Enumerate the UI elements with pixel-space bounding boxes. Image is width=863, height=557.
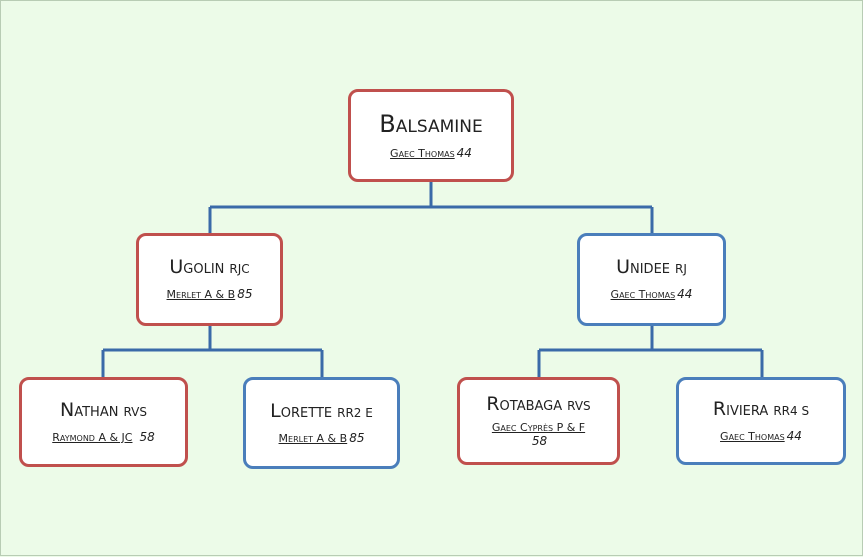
node-name: Nathan — [60, 398, 119, 421]
node-code: RR2 E — [337, 405, 373, 420]
node-owner: Raymond A & JC 58 — [52, 430, 155, 444]
node-name: Lorette — [270, 399, 333, 422]
node-owner: Gaec Cyprès P & F 58 — [492, 421, 585, 449]
node-breeder: Gaec Cyprès P & F — [491, 420, 586, 434]
node-name: Rotabaga — [486, 392, 563, 415]
node-name: Balsamine — [379, 109, 483, 138]
node-code: RJ — [675, 262, 687, 277]
node-dept: 85 — [349, 430, 365, 445]
node-dept: 44 — [456, 146, 472, 160]
node-breeder: Gaec Thomas — [610, 288, 676, 302]
node-dept: 58 — [139, 429, 155, 444]
node-title: Rotabaga RVS — [486, 392, 591, 415]
node-title: Riviera RR4 S — [712, 397, 810, 420]
node-title: Ugolin RJC — [169, 257, 249, 278]
node-breeder: Gaec Thomas — [720, 429, 785, 443]
node-code: RJC — [229, 262, 250, 277]
node-title: Unidee RJ — [616, 257, 687, 278]
node-name: Ugolin — [169, 256, 225, 279]
node-title: Nathan RVS — [60, 398, 147, 421]
node-title: Lorette RR2 E — [270, 399, 373, 422]
node-code: RR4 S — [773, 403, 810, 418]
node-name: Unidee — [616, 256, 670, 279]
node-dept: 85 — [237, 287, 253, 302]
node-dept: 44 — [677, 287, 693, 302]
node-name: Riviera — [712, 397, 769, 420]
node-code: RVS — [567, 398, 591, 413]
node-sire-sire: Nathan RVS Raymond A & JC 58 — [19, 377, 188, 467]
node-breeder: Merlet A & B — [166, 288, 236, 302]
node-dept: 58 — [531, 433, 548, 448]
node-breeder: Raymond A & JC — [52, 430, 133, 444]
node-code: RVS — [123, 404, 147, 419]
node-title: Balsamine — [379, 109, 483, 138]
node-dept: 44 — [786, 428, 802, 443]
node-breeder: Merlet A & B — [278, 431, 348, 445]
node-breeder: Gaec Thomas — [390, 147, 455, 160]
node-dam-sire: Rotabaga RVS Gaec Cyprès P & F 58 — [457, 377, 620, 465]
